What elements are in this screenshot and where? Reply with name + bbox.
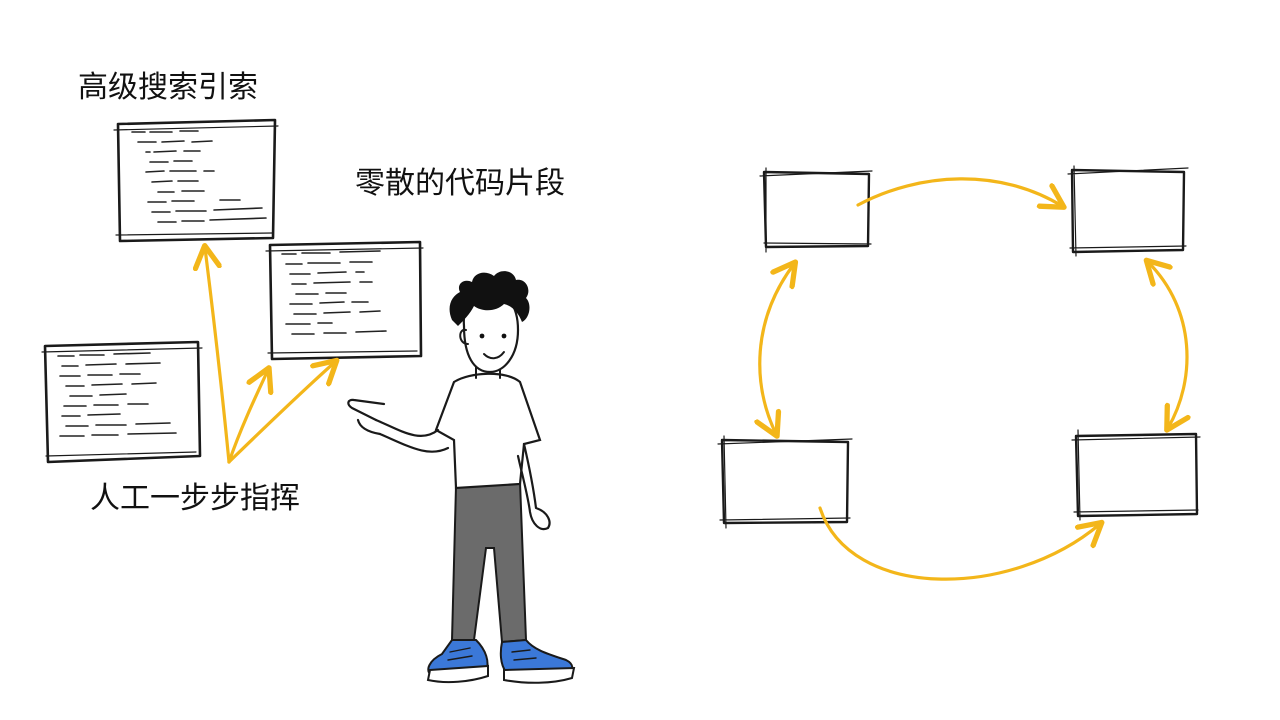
code-panel-search-index (113, 118, 279, 243)
label-manual-step-by-step: 人工一步步指挥 (90, 481, 300, 516)
person-right-shoe (499, 638, 574, 676)
arrow-to-search-index (205, 248, 231, 464)
person-hair (449, 271, 530, 326)
person-pants (450, 480, 528, 644)
label-advanced-search-index: 高级搜索引索 (78, 70, 258, 105)
arrow-to-snippet-left (227, 370, 268, 464)
loop-arrow-left (760, 264, 794, 434)
loop-arrow-bottom (818, 506, 1100, 581)
arrow-to-snippet-right (227, 362, 335, 464)
code-panel-manual-lines (57, 352, 177, 437)
person-shirt (434, 372, 542, 490)
loop-arrow-top (856, 177, 1062, 206)
code-panel-search-index-lines (131, 130, 267, 223)
label-scattered-code-snippets: 零散的代码片段 (355, 166, 565, 201)
code-panel-scattered-snippets (265, 240, 424, 361)
loop-arrow-right (1148, 262, 1187, 428)
code-panel-manual (41, 340, 203, 464)
manual-arrows (205, 248, 335, 464)
loop-box-top-right (1067, 165, 1189, 257)
loop-box-bottom-right (1071, 429, 1201, 521)
loop-diagram (717, 165, 1201, 581)
loop-box-top-left (759, 167, 873, 253)
person-pointing-icon (347, 271, 576, 684)
code-panel-scattered-snippets-lines (281, 250, 387, 335)
loop-box-bottom-left (717, 435, 853, 529)
